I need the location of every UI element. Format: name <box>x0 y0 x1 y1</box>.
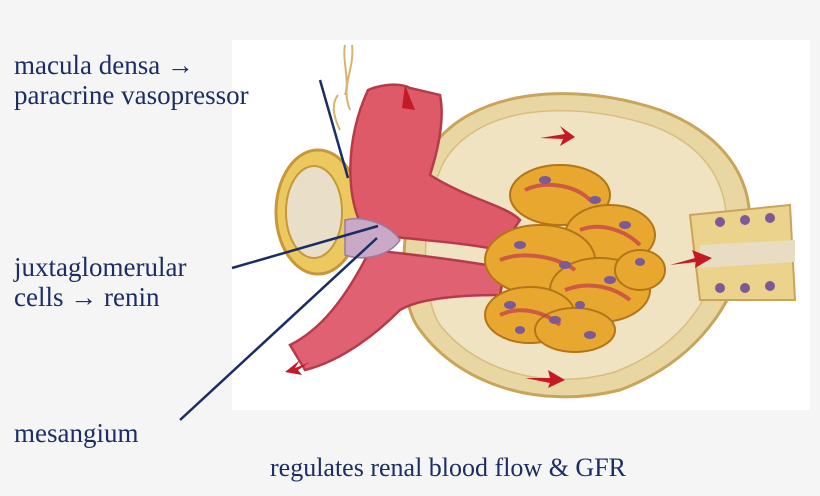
podocyte-nuclei <box>504 176 645 339</box>
leader-lines <box>179 79 379 421</box>
flow-arrow-icon <box>285 360 310 375</box>
macula-densa-label-line2: paracrine vasopressor <box>14 80 249 110</box>
flow-arrow-icon <box>525 370 565 388</box>
flow-arrow-icon <box>540 126 575 146</box>
juxtaglomerular-label-line1: juxtaglomerular <box>14 252 187 282</box>
capillary-tuft <box>484 164 666 353</box>
nerve-fibers <box>332 44 354 131</box>
mesangium-label: mesangium <box>14 418 139 448</box>
afferent-arteriole <box>349 83 522 252</box>
efferent-arteriole <box>288 248 507 372</box>
flow-arrow-icon <box>402 85 415 110</box>
juxtaglomerular-leader <box>231 224 379 270</box>
flow-arrow-icon <box>670 250 712 268</box>
juxtaglomerular-label-line2: cells → renin <box>14 282 160 312</box>
macula-densa-leader <box>318 79 350 179</box>
tubule-nuclei <box>715 213 775 293</box>
macula-densa-label: macula densa → paracrine vasopressor <box>14 50 249 110</box>
juxtaglomerular-label: juxtaglomerular cells → renin <box>14 252 186 312</box>
flow-arrows <box>285 85 712 388</box>
mesangium-leader <box>179 237 378 421</box>
macula-densa-label-line1: macula densa → <box>14 50 194 80</box>
caption: regulates renal blood flow & GFR <box>270 453 626 482</box>
